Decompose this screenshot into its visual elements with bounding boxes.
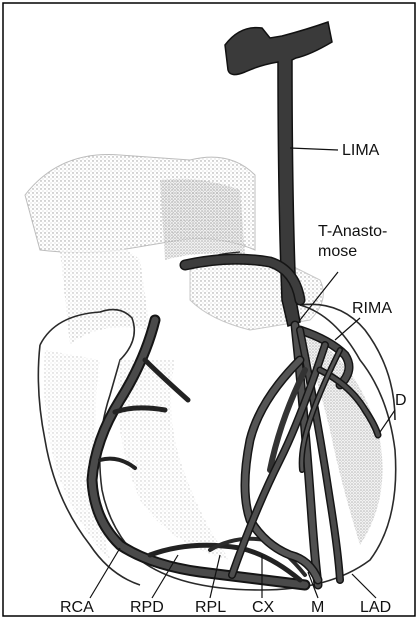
label-t-anastomose-1: T-Anasto-	[318, 223, 387, 240]
label-rca: RCA	[60, 599, 94, 616]
label-cx: CX	[252, 599, 275, 616]
label-rima: RIMA	[352, 300, 392, 317]
label-lima: LIMA	[342, 142, 380, 159]
label-rpd: RPD	[130, 599, 164, 616]
label-rpl: RPL	[195, 599, 226, 616]
label-d: D	[395, 392, 407, 409]
label-t-anastomose-2: mose	[318, 243, 357, 260]
label-lad: LAD	[360, 599, 391, 616]
label-m: M	[311, 599, 324, 616]
